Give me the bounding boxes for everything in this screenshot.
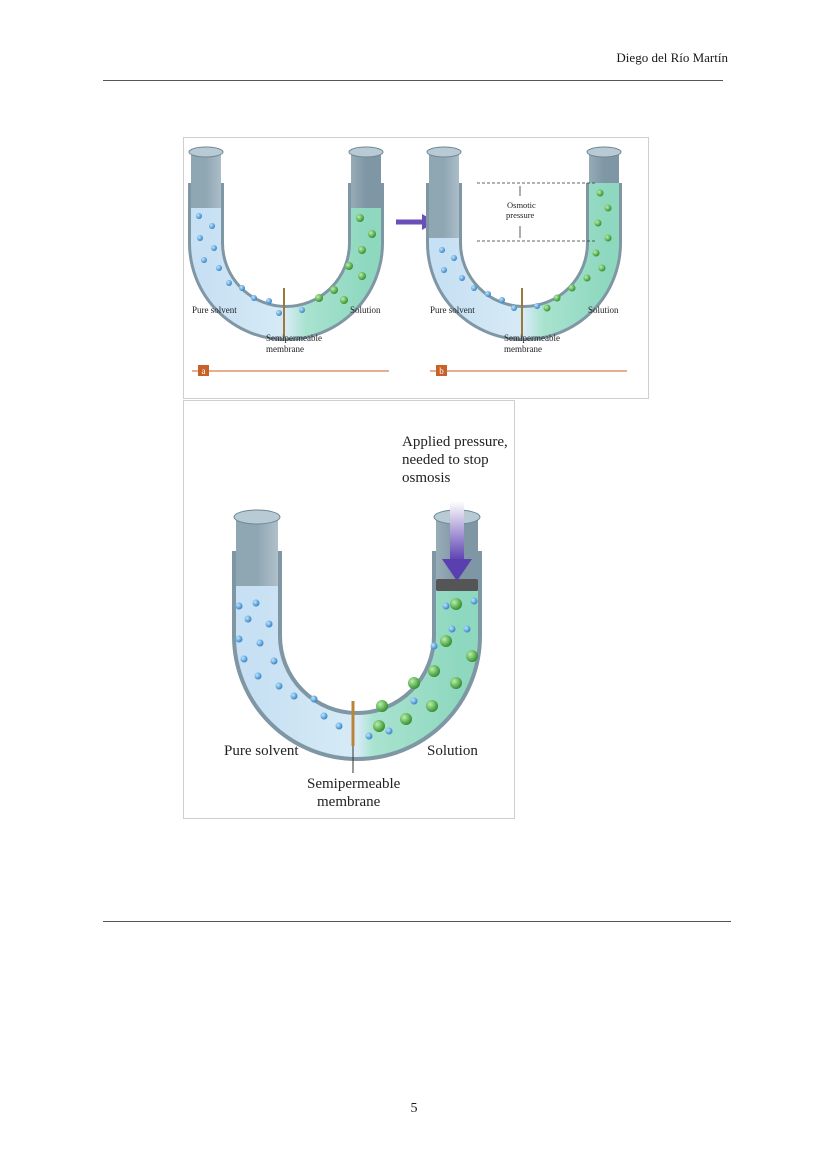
osmotic-label-1: Osmotic <box>507 200 536 210</box>
applied-pressure-label-3: osmosis <box>402 470 451 486</box>
tag-a: a <box>202 366 206 376</box>
header-author: Diego del Río Martín <box>616 50 728 65</box>
page-number: 5 <box>410 1101 418 1116</box>
solution-label-b: Solution <box>588 305 619 315</box>
solute-dots <box>373 598 478 732</box>
applied-pressure-label-2: needed to stop <box>402 452 489 468</box>
membrane-label-1: Semipermeable <box>307 776 401 792</box>
solute-dots-a <box>315 214 376 304</box>
panel-b: Osmotic pressure b Pure solvent Solution… <box>426 146 627 376</box>
figure-osmosis-panels: a Pure solvent Solution Semipermeable me… <box>183 137 649 399</box>
solvent-dots <box>235 597 478 740</box>
membrane-label-a-1: Semipermeable <box>266 333 322 343</box>
tag-a-box <box>198 365 209 376</box>
tag-b-box <box>436 365 447 376</box>
applied-pressure-label-1: Applied pressure, <box>402 434 508 450</box>
membrane-label-a-2: membrane <box>266 344 304 354</box>
solution-label-a: Solution <box>350 305 381 315</box>
membrane-label-b-1: Semipermeable <box>504 333 560 343</box>
figure-reverse-osmosis: Applied pressure, needed to stop osmosis… <box>183 400 515 819</box>
membrane-label-2: membrane <box>317 794 381 810</box>
solvent-dots-b <box>439 247 540 311</box>
pure-solvent-label-b: Pure solvent <box>430 305 475 315</box>
solute-dots-b <box>543 189 612 312</box>
osmotic-label-2: pressure <box>506 210 535 220</box>
solvent-dots-a <box>196 213 305 316</box>
applied-pressure-arrow <box>442 501 472 581</box>
footer-rule <box>103 921 731 922</box>
solution-label: Solution <box>427 743 478 759</box>
osmotic-pressure-marker <box>477 182 597 242</box>
pure-solvent-label-a: Pure solvent <box>192 305 237 315</box>
panel-a: a Pure solvent Solution Semipermeable me… <box>188 146 389 376</box>
piston <box>436 579 478 591</box>
pure-solvent-label: Pure solvent <box>224 743 299 759</box>
tag-b: b <box>439 366 444 376</box>
header-rule <box>103 80 723 81</box>
membrane-label-b-2: membrane <box>504 344 542 354</box>
